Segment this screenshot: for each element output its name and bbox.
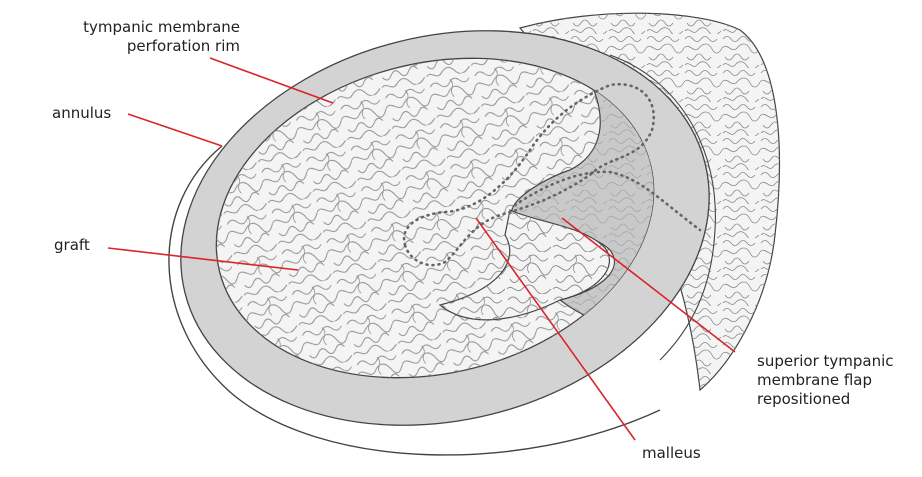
label-flap-line-1: superior tympanic [757,352,894,371]
label-perforation-rim: tympanic membrane perforation rim [8,18,240,56]
label-graft: graft [54,236,90,255]
label-annulus: annulus [52,104,111,123]
label-flap: superior tympanic membrane flap repositi… [757,352,894,409]
label-perforation-rim-line-2: perforation rim [8,37,240,56]
leader-annulus [128,114,222,146]
label-flap-line-2: membrane flap [757,371,894,390]
label-flap-line-3: repositioned [757,390,894,409]
label-malleus: malleus [642,444,701,463]
label-perforation-rim-line-1: tympanic membrane [8,18,240,37]
